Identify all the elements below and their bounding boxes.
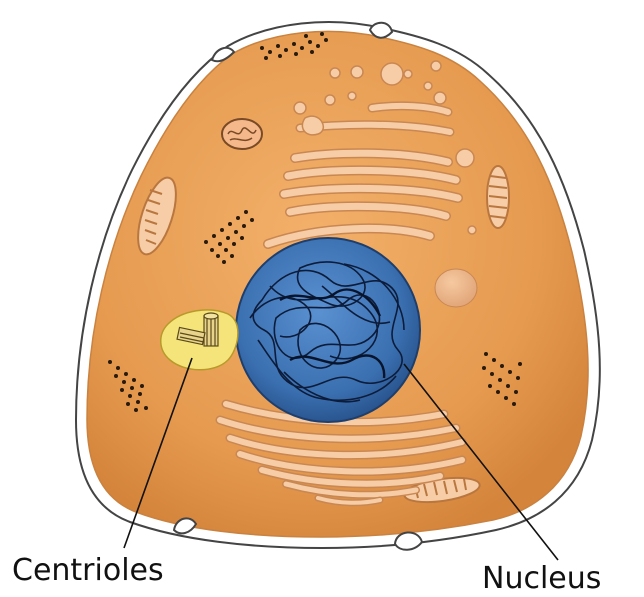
mitochondrion-right [487, 166, 509, 228]
nucleus-label: Nucleus [482, 561, 601, 592]
centrioles-label: Centrioles [12, 553, 164, 588]
vacuole [435, 269, 477, 307]
nucleus [236, 238, 420, 422]
lysosome [222, 119, 262, 149]
